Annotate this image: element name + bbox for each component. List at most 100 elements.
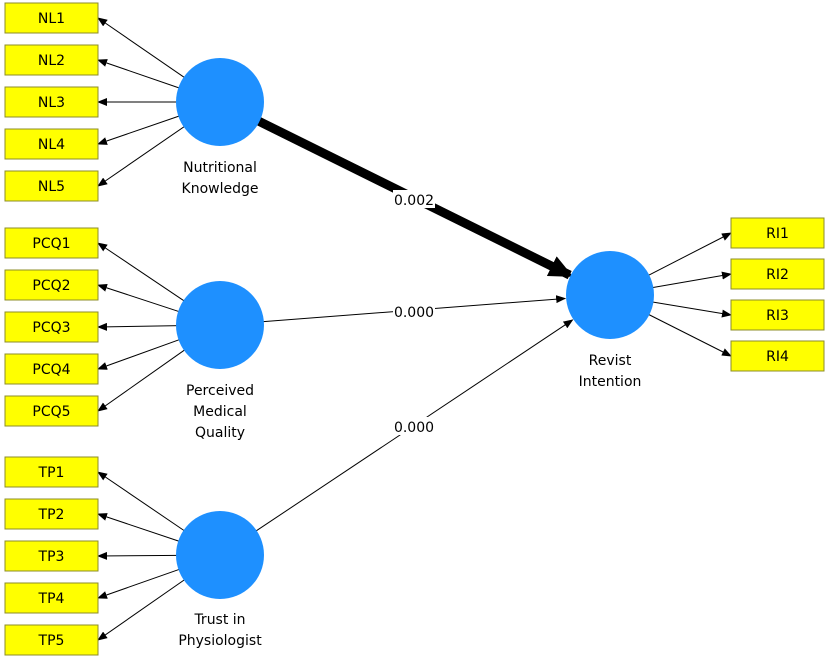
indicator-box — [4, 311, 99, 343]
indicator-box — [4, 353, 99, 385]
indicator-tp3[interactable]: TP3 — [4, 540, 99, 572]
coefficient-background — [393, 302, 435, 320]
construct-label-nk: Nutritional — [183, 160, 257, 176]
indicator-box — [4, 624, 99, 656]
indicator-nl4[interactable]: NL4 — [4, 128, 99, 160]
indicator-label: NL2 — [38, 53, 65, 69]
indicator-box — [4, 395, 99, 427]
indicator-nl2[interactable]: NL2 — [4, 44, 99, 76]
loading-arrow — [97, 347, 188, 412]
indicator-box — [4, 170, 99, 202]
indicator-box — [4, 269, 99, 301]
indicator-box — [4, 456, 99, 488]
indicator-arrows — [97, 17, 732, 641]
indicator-label: TP5 — [38, 633, 65, 649]
path-coefficient-nk-ri: 0.002 — [394, 193, 434, 209]
indicator-label: RI1 — [766, 226, 789, 242]
construct-label-ri: Revist — [589, 353, 632, 369]
indicator-label: TP1 — [38, 465, 65, 481]
construct-labels: NutritionalKnowledgePerceivedMedicalQual… — [178, 160, 641, 649]
construct-label-pmq: Medical — [193, 404, 247, 420]
path-coefficient-tp-ri: 0.000 — [394, 420, 434, 436]
indicator-label: PCQ5 — [32, 404, 70, 420]
indicator-box — [4, 44, 99, 76]
loading-arrow — [97, 114, 183, 145]
loading-arrow — [97, 567, 183, 599]
construct-label-pmq: Perceived — [186, 383, 254, 399]
indicator-pcq4[interactable]: PCQ4 — [4, 353, 99, 385]
indicator-ri1[interactable]: RI1 — [730, 217, 825, 249]
indicator-label: TP3 — [38, 549, 65, 565]
indicator-label: NL4 — [38, 137, 65, 153]
loading-arrow — [97, 513, 183, 543]
indicator-box — [730, 217, 825, 249]
indicator-label: PCQ1 — [32, 236, 70, 252]
indicator-pcq1[interactable]: PCQ1 — [4, 227, 99, 259]
construct-label-tp: Physiologist — [178, 633, 262, 649]
indicator-label: RI4 — [766, 349, 789, 365]
loading-arrow — [97, 59, 183, 90]
indicator-pcq2[interactable]: PCQ2 — [4, 269, 99, 301]
indicator-boxes: NL1NL2NL3NL4NL5PCQ1PCQ2PCQ3PCQ4PCQ5TP1TP… — [4, 2, 825, 656]
loading-arrow — [649, 271, 732, 289]
construct-label-ri: Intention — [579, 374, 642, 390]
loading-arrow — [649, 301, 732, 318]
indicator-label: TP2 — [38, 507, 65, 523]
construct-nodes — [176, 58, 654, 599]
indicator-label: RI3 — [766, 308, 789, 324]
indicator-ri3[interactable]: RI3 — [730, 299, 825, 331]
indicator-box — [4, 128, 99, 160]
loading-arrow — [97, 471, 188, 533]
indicator-label: PCQ2 — [32, 278, 70, 294]
loading-arrow — [97, 338, 183, 370]
indicator-box — [730, 340, 825, 372]
structural-paths — [254, 116, 574, 533]
construct-node-tp[interactable] — [176, 511, 264, 599]
loading-arrow — [97, 284, 183, 314]
construct-node-ri[interactable] — [566, 251, 654, 339]
construct-label-tp: Trust in — [193, 612, 245, 628]
indicator-label: PCQ3 — [32, 320, 70, 336]
indicator-nl3[interactable]: NL3 — [4, 86, 99, 118]
loading-arrow — [97, 577, 188, 641]
coefficient-background — [393, 190, 435, 208]
indicator-box — [4, 2, 99, 34]
construct-node-pmq[interactable] — [176, 281, 264, 369]
indicator-box — [4, 227, 99, 259]
loading-arrow — [97, 322, 181, 331]
indicator-box — [4, 540, 99, 572]
indicator-pcq3[interactable]: PCQ3 — [4, 311, 99, 343]
indicator-tp5[interactable]: TP5 — [4, 624, 99, 656]
indicator-label: NL1 — [38, 11, 65, 27]
indicator-tp1[interactable]: TP1 — [4, 456, 99, 488]
loading-arrow — [97, 124, 188, 187]
loading-arrow — [97, 242, 188, 304]
indicator-ri4[interactable]: RI4 — [730, 340, 825, 372]
construct-node-nk[interactable] — [176, 58, 264, 146]
indicator-nl5[interactable]: NL5 — [4, 170, 99, 202]
indicator-label: RI2 — [766, 267, 789, 283]
construct-label-pmq: Quality — [195, 425, 245, 441]
indicator-label: NL3 — [38, 95, 65, 111]
indicator-box — [4, 86, 99, 118]
indicator-box — [730, 258, 825, 290]
indicator-nl1[interactable]: NL1 — [4, 2, 99, 34]
indicator-tp4[interactable]: TP4 — [4, 582, 99, 614]
indicator-label: NL5 — [38, 179, 65, 195]
indicator-box — [4, 582, 99, 614]
coefficient-background — [393, 417, 435, 435]
indicator-label: PCQ4 — [32, 362, 70, 378]
construct-label-nk: Knowledge — [182, 181, 259, 197]
loading-arrow — [645, 312, 732, 357]
indicator-ri2[interactable]: RI2 — [730, 258, 825, 290]
loading-arrow — [97, 17, 188, 80]
indicator-box — [4, 498, 99, 530]
indicator-tp2[interactable]: TP2 — [4, 498, 99, 530]
loading-arrow — [97, 551, 181, 560]
indicator-box — [730, 299, 825, 331]
indicator-pcq5[interactable]: PCQ5 — [4, 395, 99, 427]
loading-arrow — [645, 232, 732, 278]
